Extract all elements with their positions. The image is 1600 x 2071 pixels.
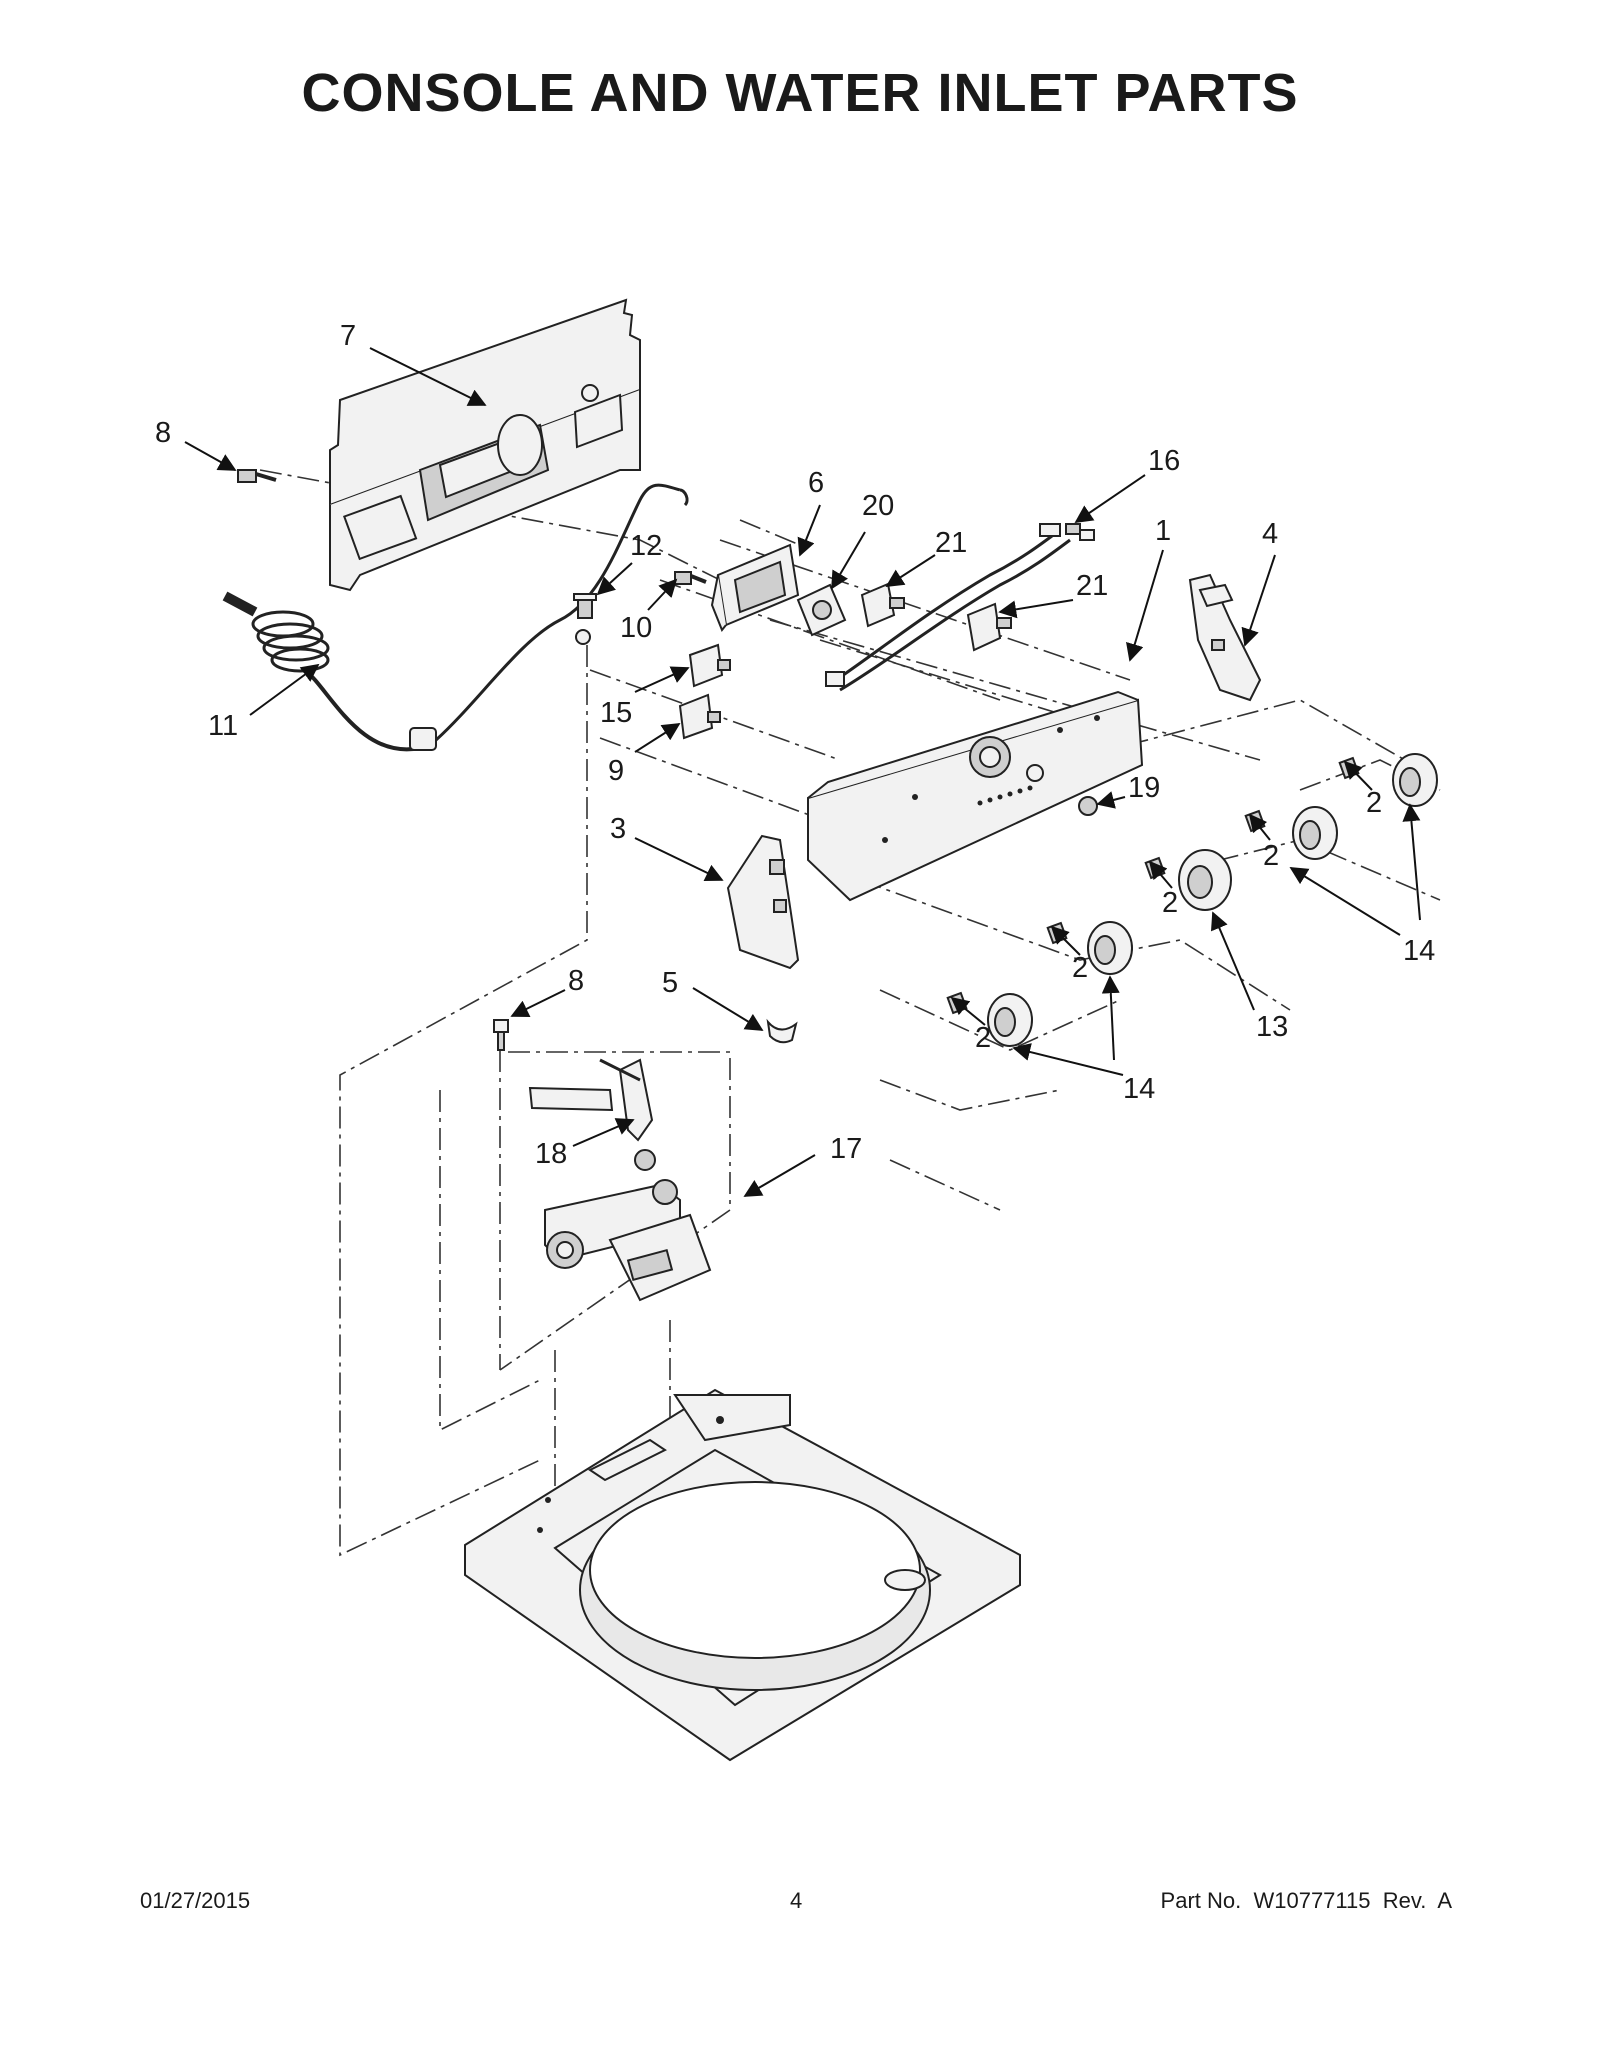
callout-7: 7 (340, 320, 356, 352)
assembly-lines (259, 469, 1441, 1557)
screw-8-top (237, 469, 277, 483)
callout-2-b: 2 (1263, 840, 1279, 872)
callout-3: 3 (610, 813, 626, 845)
clip-5 (766, 1018, 798, 1044)
callout-15: 15 (600, 697, 632, 729)
callout-10: 10 (620, 612, 652, 644)
grommet-19 (1078, 796, 1098, 816)
callout-14-lower: 14 (1123, 1073, 1155, 1105)
switch-9 (678, 693, 721, 740)
callout-8-lower: 8 (568, 965, 584, 997)
callout-19: 19 (1128, 772, 1160, 804)
callout-5: 5 (662, 967, 678, 999)
water-inlet-valve-17 (544, 1179, 712, 1302)
callout-21-upper: 21 (935, 527, 967, 559)
callout-13: 13 (1256, 1011, 1288, 1043)
callout-2-e: 2 (975, 1022, 991, 1054)
callout-4: 4 (1262, 518, 1278, 550)
inlet-harness-18 (528, 1058, 656, 1171)
wire-harness (825, 523, 1095, 692)
switch-21-lower (966, 602, 1012, 652)
washer-top (464, 1388, 1021, 1762)
leader-lines (184, 347, 1421, 1197)
callout-12: 12 (630, 530, 662, 562)
knob-mid-right (1292, 806, 1338, 860)
screw-8-lower (493, 1019, 509, 1051)
footer-date: 01/27/2015 (140, 1888, 251, 1913)
console-rear-panel (329, 298, 641, 592)
switch-21-upper (860, 582, 905, 628)
callout-21-lower: 21 (1076, 570, 1108, 602)
callout-17: 17 (830, 1133, 862, 1165)
callout-8: 8 (155, 417, 171, 449)
callout-2-a: 2 (1366, 787, 1382, 819)
callout-1: 1 (1155, 515, 1171, 547)
switch-15 (688, 643, 731, 688)
callout-18: 18 (535, 1138, 567, 1170)
knob-far-left (987, 993, 1033, 1047)
console-end-cap-left (726, 834, 800, 970)
callout-2-d: 2 (1072, 952, 1088, 984)
callout-9: 9 (608, 755, 624, 787)
rotary-switch-20 (796, 583, 847, 637)
knob-mid-left (1087, 921, 1133, 975)
ground-screw (573, 593, 597, 619)
knob-far-right (1392, 753, 1438, 807)
page-title: CONSOLE AND WATER INLET PARTS (301, 63, 1299, 123)
knob-center-13 (1178, 849, 1232, 911)
footer-page-number: 4 (790, 1888, 803, 1913)
callout-16: 16 (1148, 445, 1180, 477)
callout-20: 20 (862, 490, 894, 522)
footer-part-number: Part No. W10777115 Rev. A (1160, 1888, 1452, 1913)
console-front (807, 690, 1144, 902)
screw-10 (674, 571, 707, 585)
callout-numbers: 7 8 6 20 16 1 4 12 21 21 10 11 15 9 19 3… (155, 320, 1435, 1170)
callout-11: 11 (208, 710, 238, 742)
callout-2-c: 2 (1162, 887, 1178, 919)
control-board (710, 543, 800, 632)
callout-14-right: 14 (1403, 935, 1435, 967)
callout-6: 6 (808, 467, 824, 499)
console-bracket-right (1188, 573, 1262, 702)
